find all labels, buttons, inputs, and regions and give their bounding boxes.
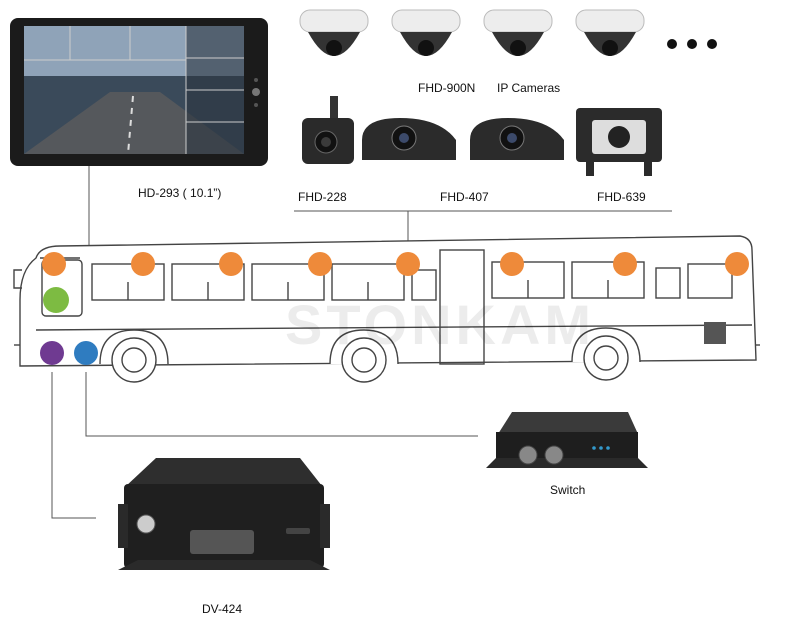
camera-dot xyxy=(725,252,749,276)
ip-camera-3 xyxy=(483,9,553,56)
camera-fhd-407-left xyxy=(362,118,456,160)
dvr-label: DV-424 xyxy=(202,602,243,616)
connection-lines xyxy=(51,166,672,519)
ellipsis-icon xyxy=(667,39,717,49)
camera-dot xyxy=(613,252,637,276)
camera-dot xyxy=(131,252,155,276)
camera-label-fhd-639: FHD-639 xyxy=(597,190,646,204)
switch-device xyxy=(486,412,648,468)
ip-camera-1 xyxy=(299,9,369,56)
camera-fhd-407-right xyxy=(470,118,564,160)
camera-dots xyxy=(40,252,749,365)
switch-label: Switch xyxy=(550,483,586,497)
dvr-dot xyxy=(40,341,64,365)
camera-dot xyxy=(42,252,66,276)
ip-cameras-group-label: IP Cameras xyxy=(497,81,561,95)
camera-label-fhd-407: FHD-407 xyxy=(440,190,489,204)
monitor-label: HD-293 ( 10.1”) xyxy=(138,186,222,200)
camera-dot xyxy=(308,252,332,276)
camera-fhd-639 xyxy=(576,108,662,176)
monitor-device xyxy=(10,18,268,166)
ip-camera-model-label: FHD-900N xyxy=(418,81,476,95)
bus-outline xyxy=(13,235,760,383)
monitor-dot xyxy=(43,287,69,313)
camera-dot xyxy=(219,252,243,276)
watermark: STONKAM xyxy=(285,293,596,356)
camera-dot xyxy=(396,252,420,276)
ip-camera-2 xyxy=(391,9,461,56)
dvr-device xyxy=(118,458,330,570)
ip-camera-4 xyxy=(575,9,645,56)
camera-label-fhd-228: FHD-228 xyxy=(298,190,347,204)
switch-dot xyxy=(74,341,98,365)
camera-dot xyxy=(500,252,524,276)
camera-fhd-228 xyxy=(302,96,354,164)
